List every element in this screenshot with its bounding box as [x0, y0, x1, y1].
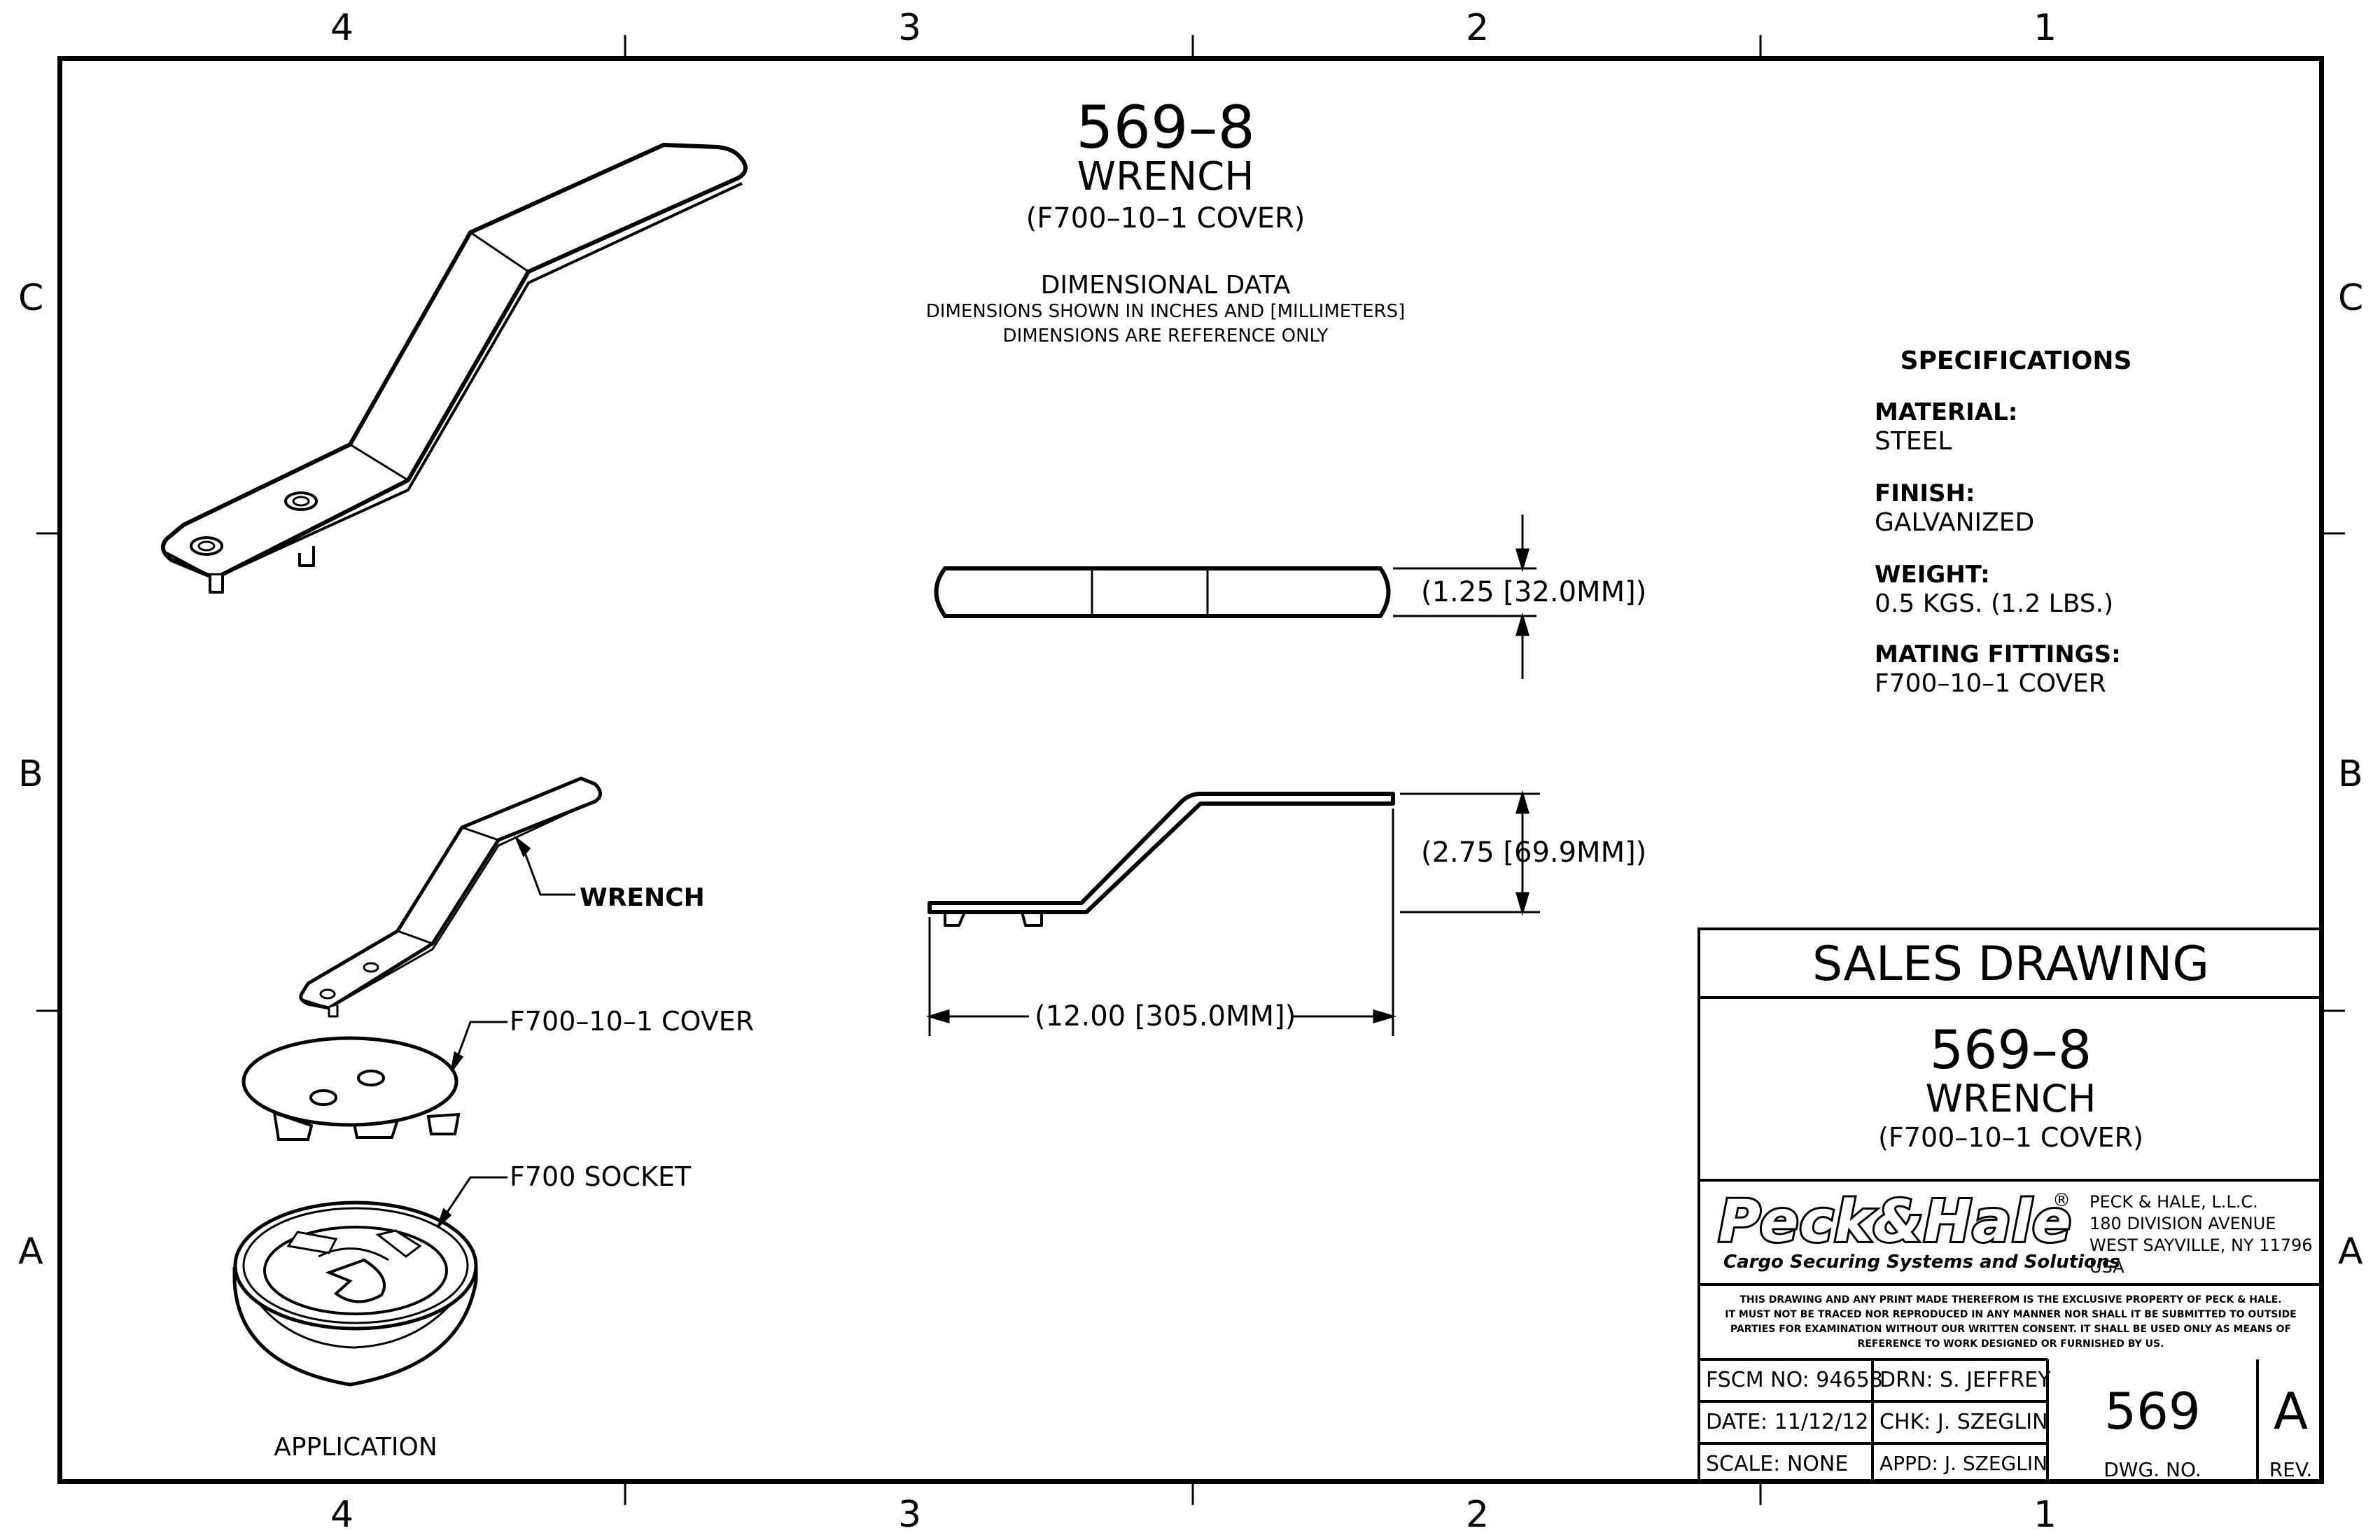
wrench-isometric [160, 143, 748, 594]
logo-registered-mark: ® [2052, 1190, 2071, 1211]
notice-line-2: IT MUST NOT BE TRACED NOR REPRODUCED IN … [1725, 1309, 2297, 1320]
callout-cover: F700–10–1 COVER [510, 1006, 755, 1037]
peck-hale-logo: Peck&Hale [1716, 1186, 2073, 1257]
application-caption: APPLICATION [274, 1433, 438, 1462]
tb-part-number: 569–8 [1929, 1018, 2092, 1081]
wrench-side-view [927, 792, 1395, 927]
dim-thickness-label: (1.25 [32.0MM]) [1421, 576, 1647, 608]
zone-row-c-right: C [2338, 277, 2364, 319]
company-name: PECK & HALE, L.L.C. [2090, 1192, 2258, 1212]
callout-socket: F700 SOCKET [510, 1161, 692, 1192]
tb-approved-by: APPD: J. SZEGLIN [1879, 1452, 2048, 1475]
leader-socket [437, 1176, 507, 1228]
spec-finish-value: GALVANIZED [1875, 508, 2035, 537]
callout-wrench: WRENCH [580, 883, 705, 912]
logo-tagline: Cargo Securing Systems and Solutions [1723, 1252, 2120, 1273]
tb-drawing-number: 569 [2104, 1382, 2201, 1441]
spec-material-label: MATERIAL: [1875, 398, 2018, 426]
header-part-number: 569–8 [1076, 93, 1255, 162]
dim-height [1400, 790, 1540, 916]
tb-revision-label: REV. [2269, 1458, 2313, 1481]
drawing-border [57, 56, 2324, 1484]
tb-scale: SCALE: NONE [1706, 1452, 1849, 1476]
tb-checked-by: CHK: J. SZEGLIN [1879, 1410, 2048, 1434]
spec-material-value: STEEL [1875, 427, 1952, 456]
zone-col-2-bottom: 2 [1466, 1494, 1490, 1536]
dim-length [925, 808, 1397, 1036]
tb-date: DATE: 11/12/12 [1706, 1410, 1869, 1434]
tb-drawn-by: DRN: S. JEFFREY [1879, 1368, 2051, 1392]
zone-col-1-top: 1 [2033, 7, 2057, 49]
tb-revision: A [2273, 1382, 2309, 1441]
dim-height-label: (2.75 [69.9MM]) [1421, 836, 1647, 869]
zone-row-a-left: A [18, 1231, 43, 1273]
notice-line-1: THIS DRAWING AND ANY PRINT MADE THEREFRO… [1740, 1294, 2282, 1306]
dim-data-title: DIMENSIONAL DATA [1040, 271, 1291, 300]
leader-wrench [514, 835, 575, 896]
zone-row-a-right: A [2338, 1231, 2363, 1273]
application-cover [241, 1036, 461, 1141]
zone-col-2-top: 2 [1466, 7, 1490, 49]
zone-row-c-left: C [18, 277, 44, 319]
spec-weight-value: 0.5 KGS. (1.2 LBS.) [1875, 589, 2114, 618]
wrench-top-view [934, 566, 1391, 618]
zone-col-3-top: 3 [898, 7, 922, 49]
company-address-1: 180 DIVISION AVENUE [2090, 1214, 2276, 1233]
zone-row-b-right: B [2338, 753, 2363, 795]
dim-length-label: (12.00 [305.0MM]) [1035, 1000, 1296, 1032]
application-socket [232, 1200, 478, 1387]
leader-cover [450, 1021, 507, 1072]
tb-part-name: WRENCH [1925, 1077, 2096, 1121]
zone-col-4-top: 4 [330, 7, 354, 49]
spec-weight-label: WEIGHT: [1875, 561, 1990, 589]
spec-mating-label: MATING FITTINGS: [1875, 640, 2121, 668]
notice-line-3: PARTIES FOR EXAMINATION WITHOUT OUR WRIT… [1730, 1324, 2292, 1335]
zone-ticks [36, 35, 2345, 1505]
specifications-title: SPECIFICATIONS [1900, 346, 2132, 375]
notice-line-4: REFERENCE TO WORK DESIGNED OR FURNISHED … [1857, 1338, 2164, 1350]
company-country: USA [2090, 1257, 2124, 1277]
tb-drawing-number-label: DWG. NO. [2104, 1458, 2202, 1481]
header-part-name: WRENCH [1077, 154, 1254, 200]
zone-col-3-bottom: 3 [898, 1494, 922, 1536]
company-address-2: WEST SAYVILLE, NY 11796 [2090, 1236, 2313, 1255]
tb-fscm: FSCM NO: 94658 [1706, 1368, 1883, 1392]
dim-thickness [1393, 514, 1536, 679]
header-part-sub: (F700–10–1 COVER) [1026, 202, 1306, 234]
zone-col-1-bottom: 1 [2033, 1494, 2057, 1536]
zone-row-b-left: B [18, 753, 43, 795]
dim-data-line-1: DIMENSIONS SHOWN IN INCHES AND [MILLIMET… [925, 301, 1406, 322]
title-block [1698, 927, 2324, 1484]
spec-mating-value: F700–10–1 COVER [1875, 669, 2106, 698]
zone-col-4-bottom: 4 [330, 1494, 354, 1536]
title-block-lines [1698, 996, 2324, 1484]
dim-data-line-2: DIMENSIONS ARE REFERENCE ONLY [1002, 326, 1329, 346]
tb-sales-drawing: SALES DRAWING [1812, 937, 2210, 992]
application-wrench [299, 776, 602, 1018]
spec-finish-label: FINISH: [1875, 479, 1975, 507]
tb-part-sub: (F700–10–1 COVER) [1878, 1122, 2143, 1153]
